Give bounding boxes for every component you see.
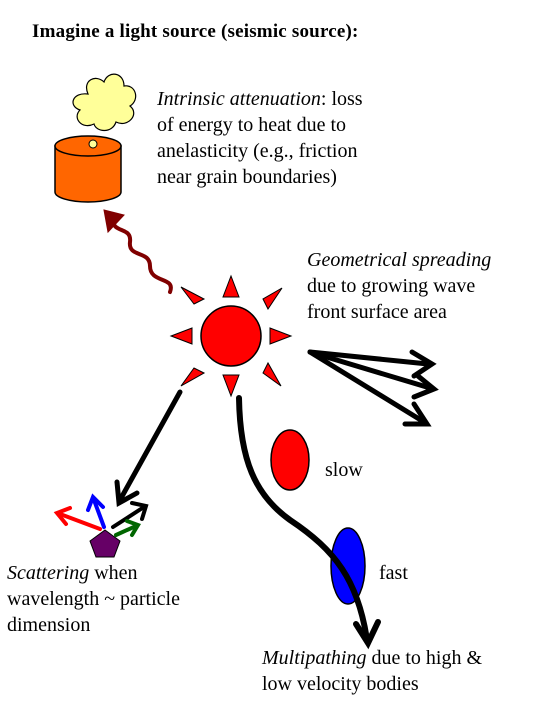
multipathing-line1: due to high & (366, 647, 482, 669)
sun-ray (222, 274, 240, 298)
scattering-term: Scattering (7, 562, 90, 584)
geometrical-term: Geometrical spreading (307, 249, 492, 271)
slow-body (270, 429, 310, 491)
heater-body (54, 145, 122, 203)
multipath-arrow (236, 395, 381, 650)
intrinsic-term: Intrinsic attenuation (157, 88, 321, 110)
intrinsic-attenuation-label: Intrinsic attenuation: loss of energy to… (157, 86, 363, 190)
pentagon-particle (89, 529, 121, 558)
spreading-arrows (307, 349, 439, 427)
scattering-line2: wavelength ~ particle (7, 588, 180, 610)
multipathing-line2: low velocity bodies (262, 673, 419, 695)
sun-ray (269, 327, 293, 345)
fast-body (330, 527, 366, 605)
scatter-main-arrow (114, 389, 183, 508)
fast-label: fast (379, 562, 408, 584)
intrinsic-line3: anelasticity (e.g., friction (157, 140, 358, 162)
sun-source-icon (169, 274, 293, 398)
sun-ray (262, 361, 282, 387)
sun-ray (169, 327, 193, 345)
intrinsic-line1: : loss (320, 88, 363, 110)
heater-icon (54, 135, 122, 203)
sun-ray (262, 287, 283, 310)
scattering-line3: dimension (7, 614, 91, 636)
sun-ray (180, 286, 206, 305)
wavy-arrow (103, 209, 173, 294)
source-core (200, 305, 262, 367)
geometrical-spreading-label: Geometrical spreading due to growing wav… (307, 247, 491, 325)
scattering-line1: when (89, 562, 138, 584)
intrinsic-line2: of energy to heat due to (157, 114, 347, 136)
slow-label: slow (325, 459, 363, 481)
page-title: Imagine a light source (seismic source): (32, 21, 359, 42)
geometrical-line3: front surface area (307, 301, 447, 323)
scattering-label: Scattering when wavelength ~ particle di… (7, 560, 180, 638)
scatter-small-arrows (53, 493, 149, 537)
sun-ray (180, 367, 206, 387)
sun-ray (222, 374, 240, 398)
multipathing-label: Multipathing due to high & low velocity … (262, 645, 482, 697)
multipathing-term: Multipathing (262, 647, 367, 669)
heater-top (54, 135, 122, 157)
geometrical-line2: due to growing wave (307, 275, 476, 297)
intrinsic-line4: near grain boundaries) (157, 166, 337, 188)
cloud-icon (72, 73, 137, 149)
